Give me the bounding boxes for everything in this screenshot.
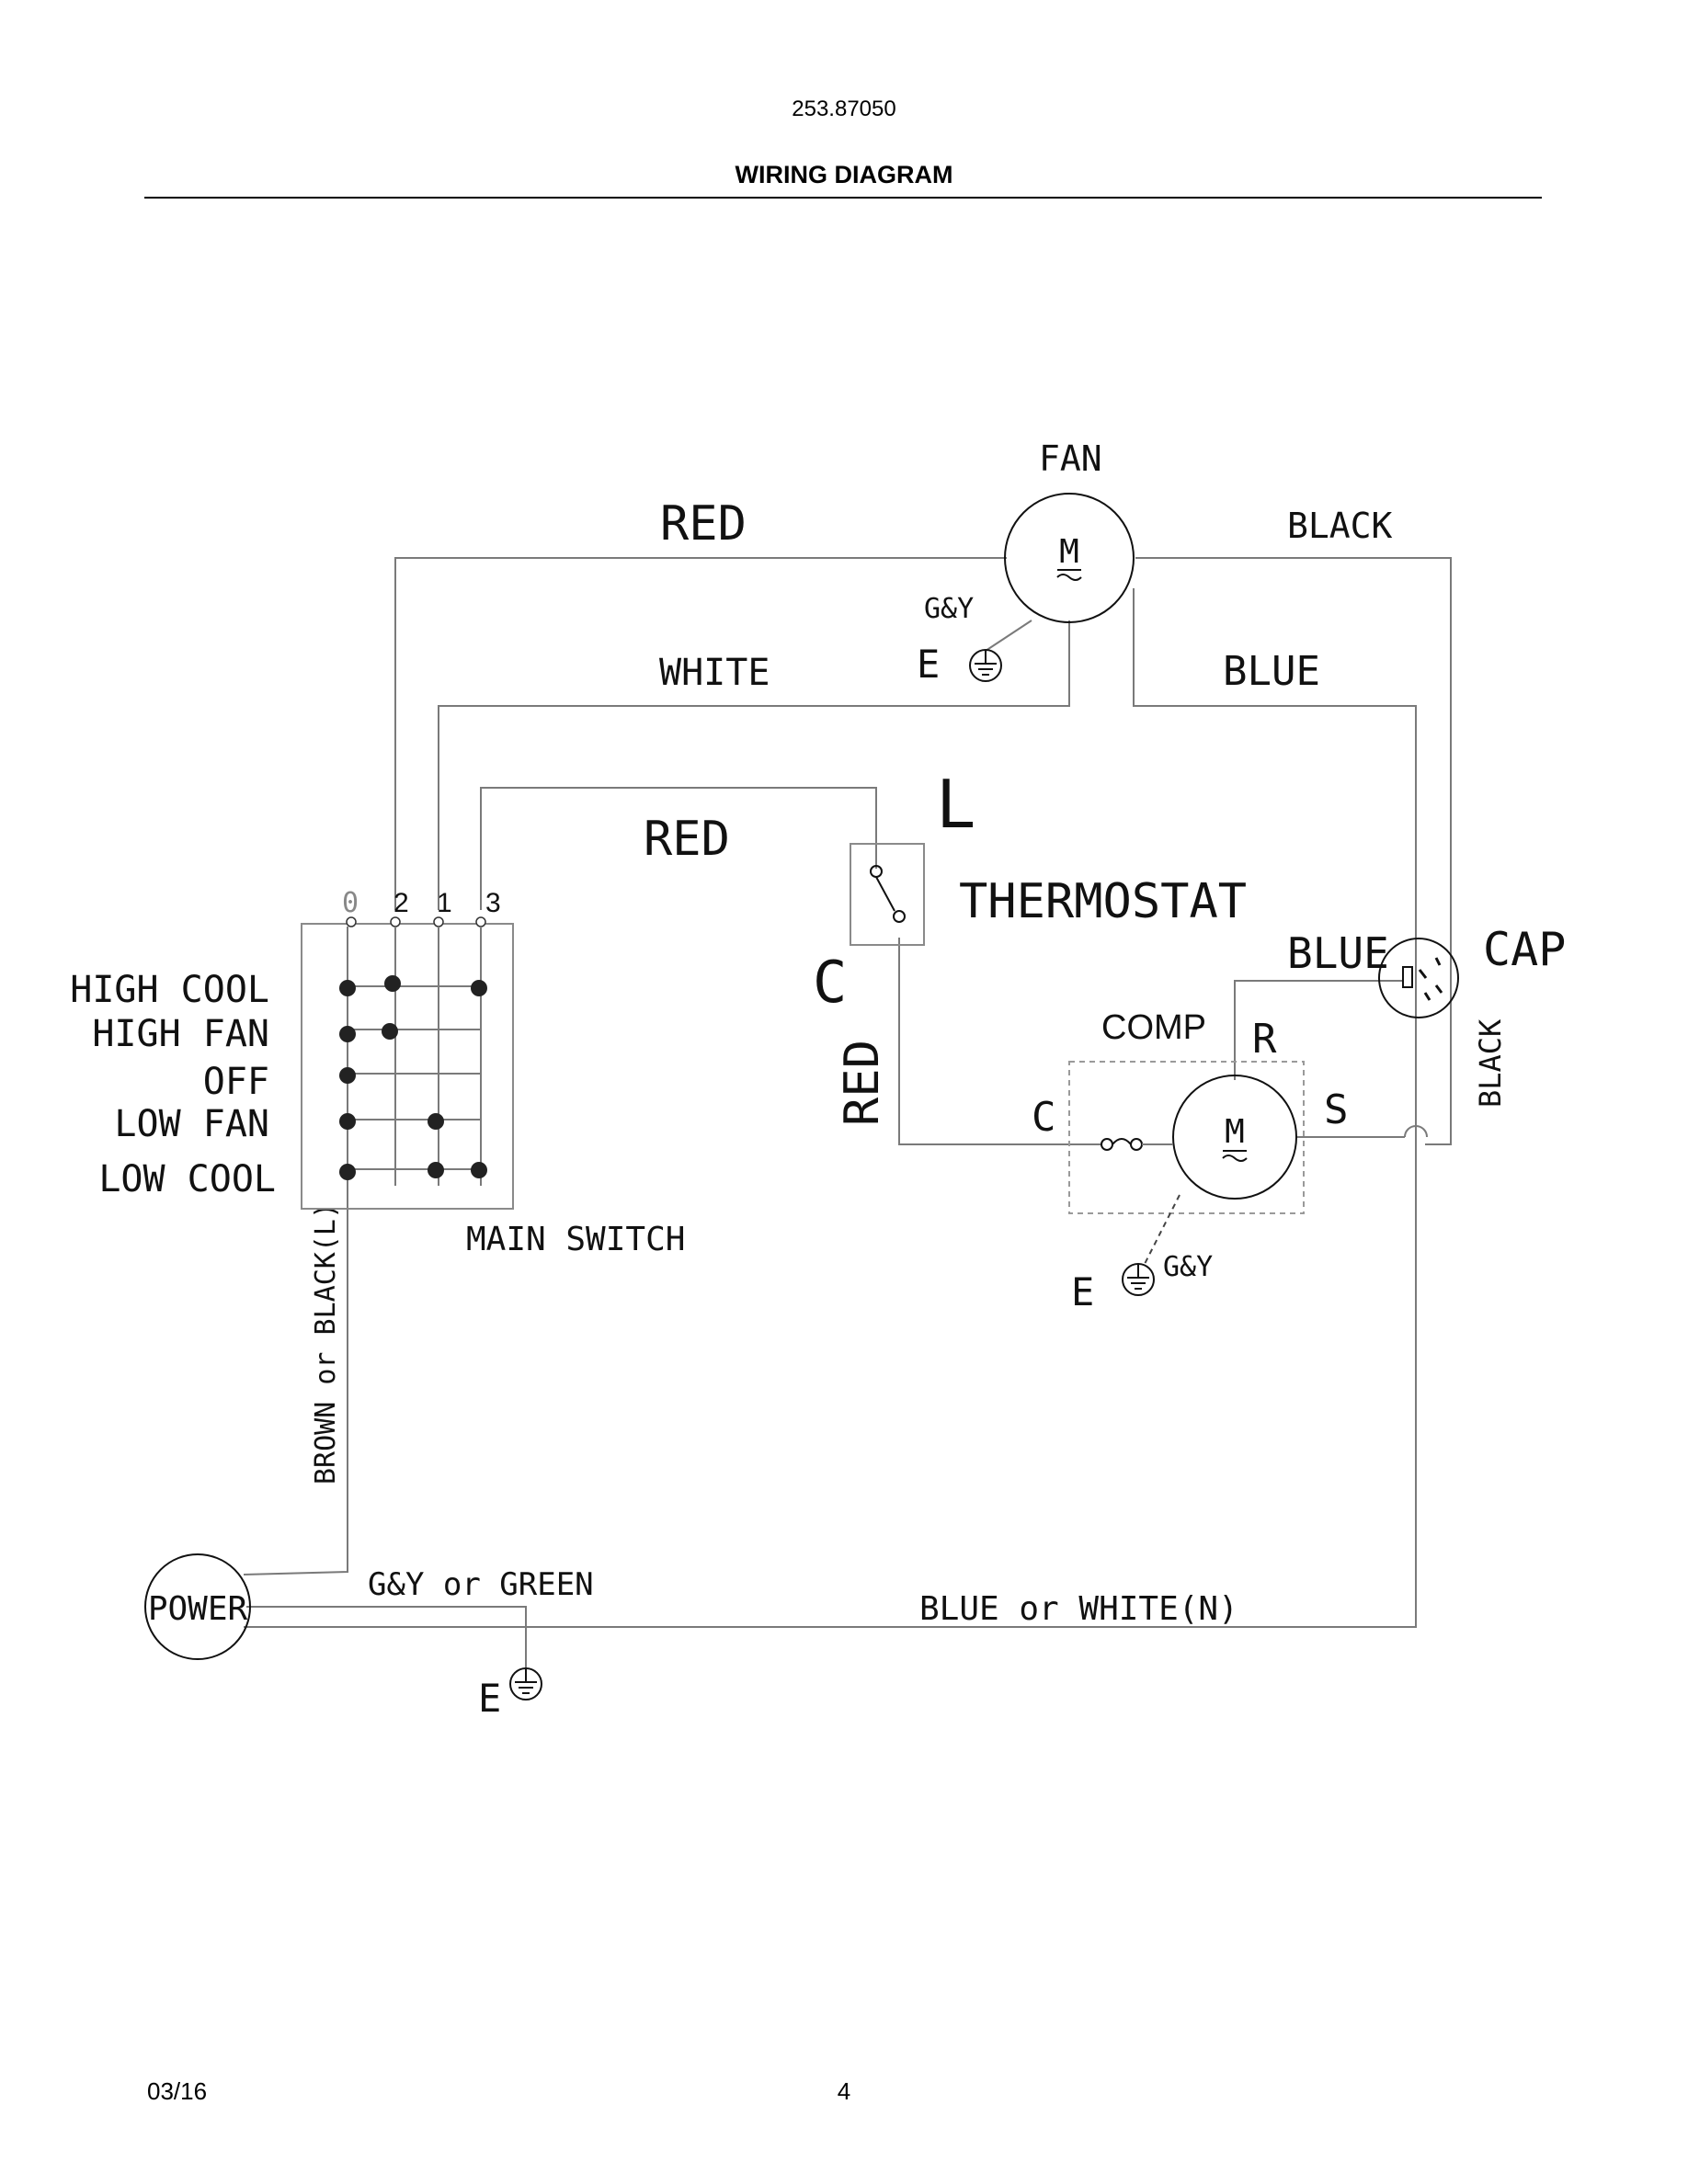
compressor-motor-symbol: M	[1225, 1113, 1245, 1151]
wire-black-top	[1135, 557, 1452, 1145]
switch-terminal-3: 3	[485, 888, 501, 918]
capacitor	[1378, 938, 1459, 1018]
page-title: WIRING DIAGRAM	[735, 161, 953, 188]
switch-position-off: OFF	[203, 1061, 269, 1103]
wire-red-thermostat-to-comp	[898, 938, 1089, 1145]
wire-white	[438, 620, 1070, 910]
fan-motor-symbol: M	[1059, 533, 1079, 571]
wire-label-black-top: BLACK	[1287, 506, 1393, 546]
wire-label-black-right: BLACK	[1473, 1018, 1508, 1108]
fan-ground-icon	[969, 620, 1032, 682]
compressor-terminal-s: S	[1324, 1086, 1349, 1133]
switch-terminal-2: 2	[393, 888, 409, 918]
power-plug: POWER	[144, 1553, 251, 1660]
wire-blue-top	[244, 588, 1417, 1628]
switch-position-high-cool: HIGH COOL	[70, 969, 269, 1011]
title-rule	[144, 197, 1542, 199]
wire-label-blue-white: BLUE or WHITE(N)	[919, 1590, 1238, 1628]
compressor-ground-icon	[1122, 1194, 1180, 1296]
wire-label-brown-black: BROWN or BLACK(L)	[310, 1202, 342, 1484]
overload-protector	[1089, 1138, 1173, 1151]
wire-label-red-vertical: RED	[835, 1040, 890, 1126]
wire-label-gy-green: G&Y or GREEN	[368, 1566, 594, 1603]
power-label: POWER	[148, 1590, 248, 1628]
wire-red-top	[394, 557, 1007, 910]
compressor-label: COMP	[1101, 1008, 1206, 1047]
model-number: 253.87050	[792, 97, 896, 121]
wire-gy-green	[246, 1606, 527, 1668]
compressor-ground-label: E	[1071, 1269, 1094, 1314]
fan-ground-label: E	[917, 642, 940, 687]
wire-red-mid	[480, 787, 877, 910]
switch-terminal-0: 0	[342, 887, 359, 919]
wire-label-blue-cap: BLUE	[1287, 928, 1389, 978]
thermostat	[850, 843, 925, 946]
fan-label: FAN	[1039, 438, 1102, 479]
switch-position-low-fan: LOW FAN	[114, 1103, 269, 1145]
fan-motor: M	[1004, 493, 1135, 623]
compressor-ground-wire-label: G&Y	[1163, 1251, 1213, 1283]
wire-blue-cap	[1234, 980, 1402, 1080]
footer-date: 03/16	[147, 2077, 208, 2105]
power-ground-label: E	[478, 1676, 501, 1721]
compressor: M	[1068, 1061, 1305, 1214]
switch-position-low-cool: LOW COOL	[98, 1158, 276, 1200]
switch-position-high-fan: HIGH FAN	[92, 1013, 269, 1055]
thermostat-terminal-l: L	[936, 766, 975, 843]
wire-label-blue-top: BLUE	[1223, 648, 1320, 695]
wire-label-red-top: RED	[660, 496, 747, 552]
switch-terminal-1: 1	[437, 888, 452, 918]
fan-ground-wire-label: G&Y	[924, 593, 974, 625]
main-switch-label: MAIN SWITCH	[466, 1221, 685, 1258]
wire-brown-black	[243, 1186, 348, 1575]
thermostat-label: THERMOSTAT	[959, 874, 1247, 929]
wire-s-terminal	[1296, 1125, 1428, 1138]
compressor-terminal-r: R	[1252, 1016, 1277, 1063]
wire-label-white: WHITE	[659, 652, 770, 694]
capacitor-label: CAP	[1483, 923, 1566, 976]
compressor-terminal-c: C	[1032, 1094, 1056, 1141]
main-switch	[301, 916, 514, 1210]
thermostat-terminal-c: C	[813, 949, 847, 1016]
wire-label-red-mid: RED	[644, 812, 730, 867]
page-number: 4	[837, 2077, 851, 2105]
power-ground-icon	[509, 1667, 542, 1701]
